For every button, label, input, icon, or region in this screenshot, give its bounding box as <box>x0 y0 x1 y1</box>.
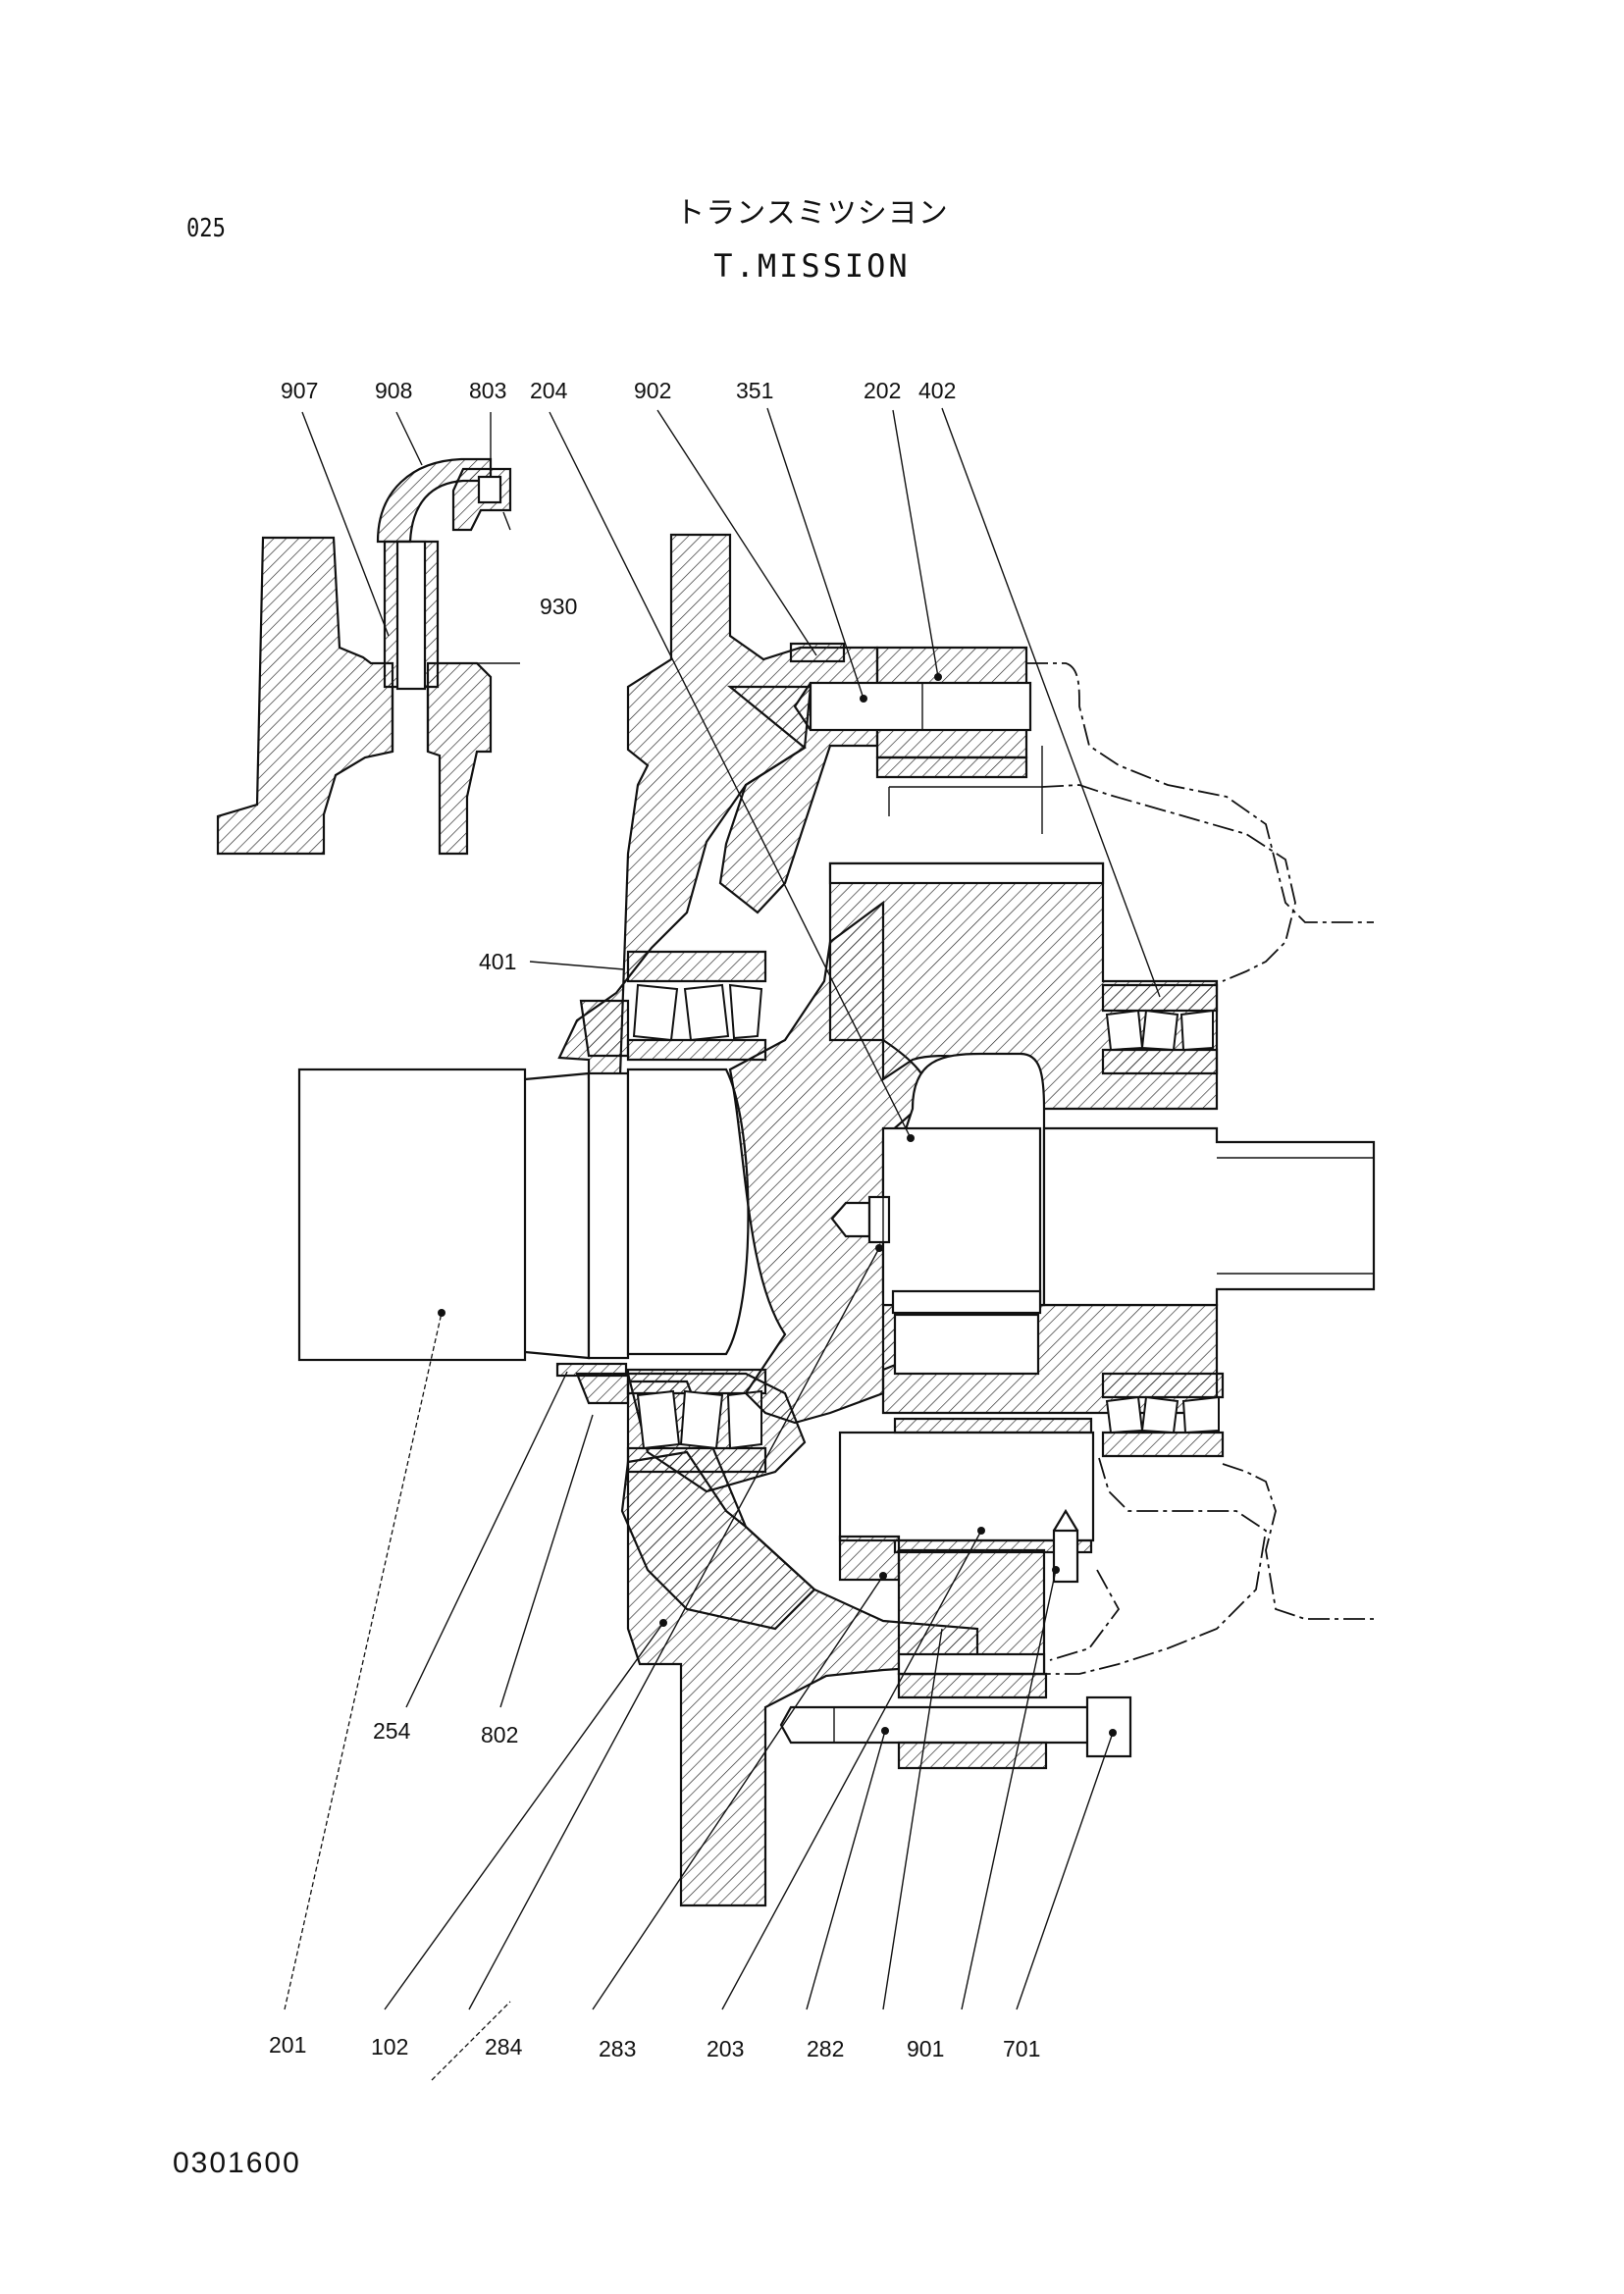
part-labels: 907 908 803 204 902 351 202 402 930 401 … <box>269 378 1040 2061</box>
planet-pin <box>838 1431 1095 1542</box>
label-283: 283 <box>599 2036 636 2061</box>
bearing-lower-left <box>555 1362 767 1474</box>
washer-902 <box>789 642 846 663</box>
pin-204 <box>830 1052 1046 1315</box>
label-102: 102 <box>371 2034 408 2059</box>
label-202: 202 <box>864 378 901 403</box>
bearing-402 <box>1101 983 1225 1458</box>
label-802: 802 <box>481 1722 518 1747</box>
label-351: 351 <box>736 378 773 403</box>
gear-lower-window <box>893 1313 1040 1376</box>
shaft-201 <box>297 1068 750 1362</box>
label-902: 902 <box>634 378 671 403</box>
shaft-outer <box>297 1068 527 1362</box>
label-204: 204 <box>530 378 568 403</box>
label-803: 803 <box>469 378 506 403</box>
page-title: T.MISSION <box>713 247 911 285</box>
title-japanese: トランスミツシヨン <box>675 196 949 231</box>
lower-cover <box>897 1672 1048 1699</box>
inset-detail <box>216 457 520 856</box>
document-code: 0301600 <box>173 2147 301 2179</box>
label-201: 201 <box>269 2032 306 2058</box>
spring-pin-901 <box>1052 1529 1079 1584</box>
cover-lower <box>875 756 1028 779</box>
bolt-701 <box>779 1705 1095 1745</box>
shaft-spline <box>626 1068 750 1356</box>
bolt-351 <box>809 681 1032 732</box>
retainer-254 <box>555 1362 628 1378</box>
label-907: 907 <box>281 378 318 403</box>
label-402: 402 <box>918 378 956 403</box>
page-number: 025 <box>186 214 226 243</box>
label-203: 203 <box>707 2036 744 2061</box>
seal-left-upper <box>579 999 630 1058</box>
output-shaft <box>1042 1126 1376 1307</box>
seal-left-lower <box>575 1372 630 1405</box>
label-254: 254 <box>373 1718 411 1744</box>
inset-passage <box>391 687 430 752</box>
planet-assembly <box>779 1417 1132 1770</box>
phantom-outline <box>1026 662 1374 1675</box>
leader-lines <box>284 407 1161 2081</box>
label-701: 701 <box>1003 2036 1040 2061</box>
label-901: 901 <box>907 2036 944 2061</box>
upper-cover <box>789 642 1043 834</box>
leader-dots <box>438 673 1117 1737</box>
label-908: 908 <box>375 378 412 403</box>
label-401: 401 <box>479 949 516 974</box>
label-284: 284 <box>485 2034 523 2059</box>
label-930: 930 <box>540 594 577 619</box>
inset-housing-right <box>426 661 493 856</box>
inset-housing <box>216 536 394 856</box>
label-282: 282 <box>807 2036 844 2061</box>
